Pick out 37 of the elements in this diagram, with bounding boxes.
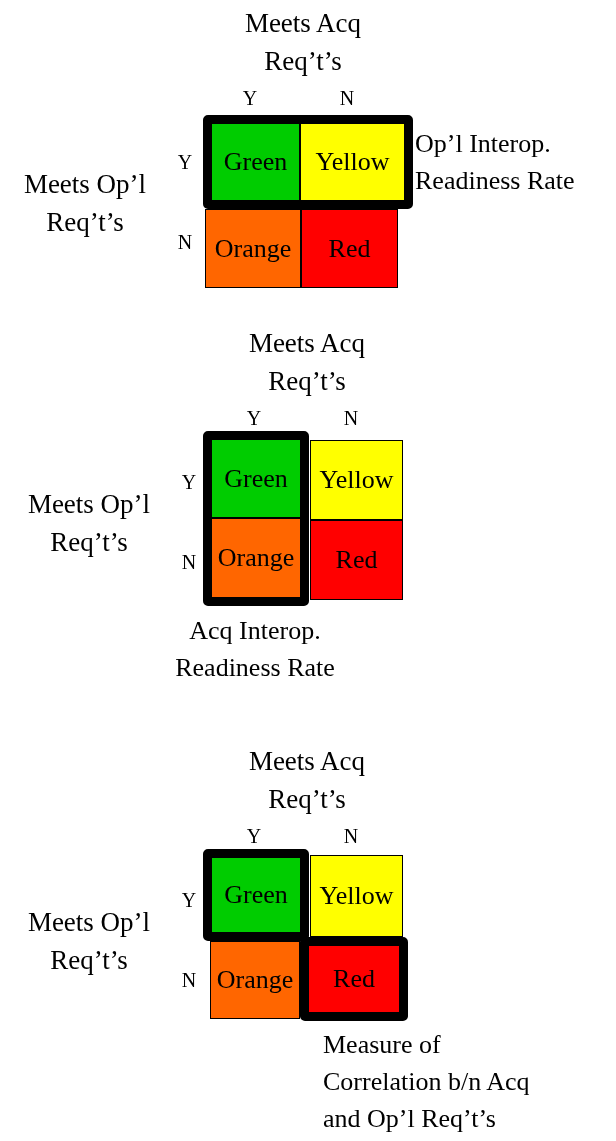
matrix-cell: Orange xyxy=(211,518,301,598)
outline-caption: Acq Interop. Readiness Rate xyxy=(174,615,336,684)
axis-value: N xyxy=(338,86,356,110)
axis-value: N xyxy=(180,550,198,574)
axis-value: Y xyxy=(180,470,198,494)
axis-title: Meets Acq Req’t’s xyxy=(247,327,367,398)
axis-value: N xyxy=(342,406,360,430)
axis-title: Meets Acq Req’t’s xyxy=(243,7,363,78)
axis-value: Y xyxy=(245,824,263,848)
matrix-cell: Red xyxy=(301,209,398,288)
outline-caption: Op’l Interop. Readiness Rate xyxy=(415,128,576,197)
matrix-cell: Red xyxy=(308,945,400,1013)
matrix-cell: Orange xyxy=(205,209,301,288)
axis-value: N xyxy=(180,968,198,992)
axis-value: Y xyxy=(180,888,198,912)
matrix-cell: Orange xyxy=(210,941,300,1019)
outline-caption: Measure of Correlation b/n Acq and Op’l Req’t’s xyxy=(323,1029,531,1135)
axis-title: Meets Op’l Req’t’s xyxy=(26,906,152,977)
axis-title: Meets Acq Req’t’s xyxy=(247,745,367,816)
highlight-outline xyxy=(203,115,413,209)
highlight-outline xyxy=(203,849,309,941)
axis-value: N xyxy=(342,824,360,848)
axis-title: Meets Op’l Req’t’s xyxy=(22,168,148,239)
highlight-outline xyxy=(203,431,309,606)
matrix-cell: Yellow xyxy=(300,123,405,201)
matrix-cell: Green xyxy=(211,123,300,201)
matrix-cell: Green xyxy=(211,857,301,933)
axis-value: N xyxy=(176,230,194,254)
matrix-cell: Yellow xyxy=(310,440,403,520)
matrix-cell: Red xyxy=(310,520,403,600)
axis-title: Meets Op’l Req’t’s xyxy=(26,488,152,559)
axis-value: Y xyxy=(241,86,259,110)
highlight-outline xyxy=(300,937,408,1021)
matrix-cell: Green xyxy=(211,439,301,518)
axis-value: Y xyxy=(176,150,194,174)
axis-value: Y xyxy=(245,406,263,430)
matrix-cell: Yellow xyxy=(310,855,403,937)
